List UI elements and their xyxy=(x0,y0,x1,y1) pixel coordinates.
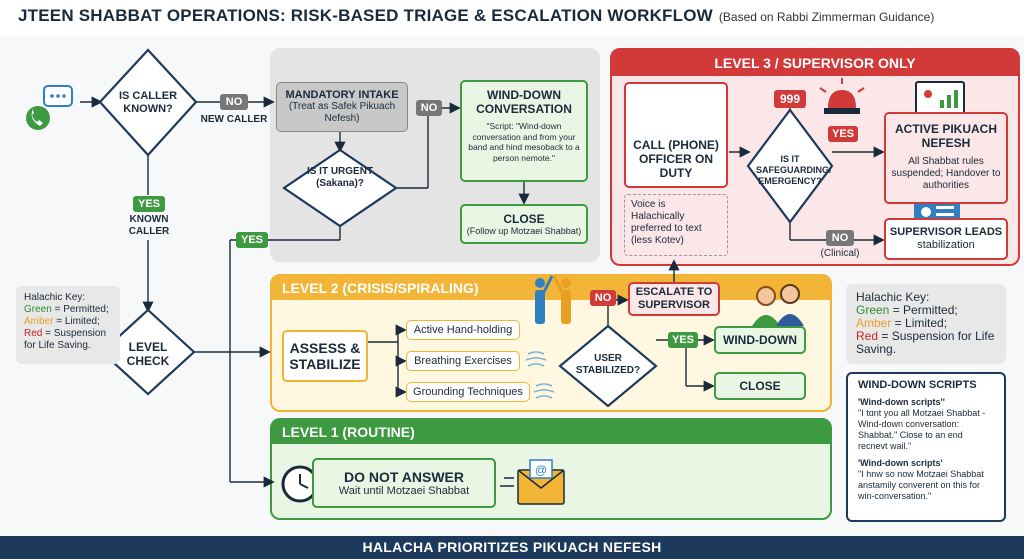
people-icon xyxy=(752,284,804,326)
assess-text: ASSESS & STABILIZE xyxy=(289,340,361,372)
mandatory-intake-title: MANDATORY INTAKE xyxy=(285,89,399,101)
mandatory-intake-box: MANDATORY INTAKE (Treat as Safek Pikuach… xyxy=(276,82,408,132)
title-bar: JTEEN SHABBAT OPERATIONS: RISK-BASED TRI… xyxy=(0,0,1024,36)
yes-tag-level3: YES xyxy=(828,126,858,142)
page-subtitle: (Based on Rabbi Zimmerman Guidance) xyxy=(718,10,935,24)
voice-note-text: Voice is Halachically preferred to text … xyxy=(631,199,702,246)
yes-tag-level2: YES xyxy=(668,332,698,348)
scripts-label-2: 'Wind-down scripts' xyxy=(858,458,943,468)
wind-down-title: WIND-DOWN CONVERSATION xyxy=(476,88,572,116)
close-box-intake: CLOSE (Follow up Motzaei Shabbat) xyxy=(460,204,588,244)
caller-known-text: IS CALLER KNOWN? xyxy=(118,90,178,115)
no-tag-level2: NO xyxy=(590,290,616,306)
high-five-icon xyxy=(535,275,571,324)
halachic-key-right: Halachic Key: Green = Permitted;Amber = … xyxy=(846,284,1006,364)
mandatory-intake-subtitle: (Treat as Safek Pikuach Nefesh) xyxy=(288,101,396,124)
key-right-title: Halachic Key: xyxy=(856,290,930,304)
wind-down-conversation-box: WIND-DOWN CONVERSATION "Script: "Wind-do… xyxy=(460,80,588,182)
scripts-text-2: "I hnw so now Motzaei Shabbat anstamily … xyxy=(858,469,984,501)
page-title: JTEEN SHABBAT OPERATIONS: RISK-BASED TRI… xyxy=(18,6,713,25)
number-999-tag: 999 xyxy=(774,90,806,108)
siren-icon xyxy=(819,78,865,114)
level1-heading: LEVEL 1 (ROUTINE) xyxy=(272,420,830,444)
no-tag-intake: NO xyxy=(416,100,442,116)
known-caller-label: KNOWN CALLER xyxy=(128,214,170,237)
wait-until-text: Wait until Motzaei Shabbat xyxy=(338,485,470,497)
option-breathing: Breathing Exercises xyxy=(406,351,520,371)
close-title-intake: CLOSE xyxy=(503,212,545,226)
do-not-answer-box: DO NOT ANSWER Wait until Motzaei Shabbat xyxy=(312,458,496,508)
no-tag-level3: NO xyxy=(826,230,854,246)
key-left-body: Green = Permitted; Amber = Limited; Red … xyxy=(24,304,109,351)
level3-heading: LEVEL 3 / SUPERVISOR ONLY xyxy=(612,50,1018,76)
option-grounding: Grounding Techniques xyxy=(406,382,530,402)
email-icon: @ xyxy=(500,459,565,505)
breath-icon xyxy=(525,351,555,399)
decision-urgent xyxy=(282,148,398,228)
supervisor-leads-box: SUPERVISOR LEADS stabilization xyxy=(884,218,1008,260)
new-caller-label: NEW CALLER xyxy=(200,114,268,125)
active-title: ACTIVE PIKUACH NEFESH xyxy=(894,122,997,150)
do-not-answer-text: DO NOT ANSWER xyxy=(343,469,465,485)
urgent-text: IS IT URGENT (Sakana)? xyxy=(306,166,374,189)
clinical-label: (Clinical) xyxy=(820,248,860,259)
phone-chat-icon xyxy=(26,85,73,130)
escalate-supervisor-box: ESCALATE TO SUPERVISOR xyxy=(628,282,720,316)
footer-banner: HALACHA PRIORITIZES PIKUACH NEFESH xyxy=(0,536,1024,559)
scripts-label-1: 'Wind-down scripts'' xyxy=(858,397,945,407)
no-tag-start: NO xyxy=(220,94,248,110)
yes-tag-start: YES xyxy=(133,196,165,212)
level2-heading: LEVEL 2 (CRISIS/SPIRALING) xyxy=(272,276,830,300)
key-left-title: Halachic Key: xyxy=(24,292,86,303)
assess-stabilize-box: ASSESS & STABILIZE xyxy=(282,330,368,382)
call-officer-text: CALL (PHONE) OFFICER ON DUTY xyxy=(633,138,719,180)
scripts-heading: WIND-DOWN SCRIPTS xyxy=(858,379,977,391)
yes-tag-intake: YES xyxy=(236,232,268,248)
call-officer-box: CALL (PHONE) OFFICER ON DUTY xyxy=(624,82,728,188)
wind-down-scripts-panel: WIND-DOWN SCRIPTS 'Wind-down scripts'' "… xyxy=(846,372,1006,522)
decision-caller-known xyxy=(98,48,198,157)
decision-safeguarding xyxy=(746,108,834,224)
active-pikuach-nefesh-box: ACTIVE PIKUACH NEFESH All Shabbat rules … xyxy=(884,112,1008,204)
wind-down-script: "Script: "Wind-down conversation and fro… xyxy=(468,121,580,163)
option-hand-holding: Active Hand-holding xyxy=(406,320,520,340)
active-desc: All Shabbat rules suspended; Handover to… xyxy=(891,156,1001,191)
decision-user-stabilized xyxy=(558,324,658,408)
key-right-body: Green = Permitted;Amber = Limited;Red = … xyxy=(856,303,995,356)
voice-note: Voice is Halachically preferred to text … xyxy=(624,194,728,256)
close-box-level2: CLOSE xyxy=(714,372,806,400)
level-check-text: LEVEL CHECK xyxy=(126,340,170,368)
close-sub-intake: (Follow up Motzaei Shabbat) xyxy=(466,226,582,236)
scripts-text-1: "I tɑnt you all Motzaei Shabbat - Wind-d… xyxy=(858,408,986,451)
safeguarding-text: IS IT SAFEGUARDING/ EMERGENCY? xyxy=(756,154,832,186)
halachic-key-left: Halachic Key: Green = Permitted; Amber =… xyxy=(16,286,120,364)
supervisor-leads-text: SUPERVISOR LEADS stabilization xyxy=(889,226,1003,251)
escalate-text: ESCALATE TO SUPERVISOR xyxy=(635,286,713,311)
user-stabilized-text: USER STABILIZED? xyxy=(575,353,641,376)
wind-down-box-level2: WIND-DOWN xyxy=(714,326,806,354)
svg-text:@: @ xyxy=(535,463,547,477)
